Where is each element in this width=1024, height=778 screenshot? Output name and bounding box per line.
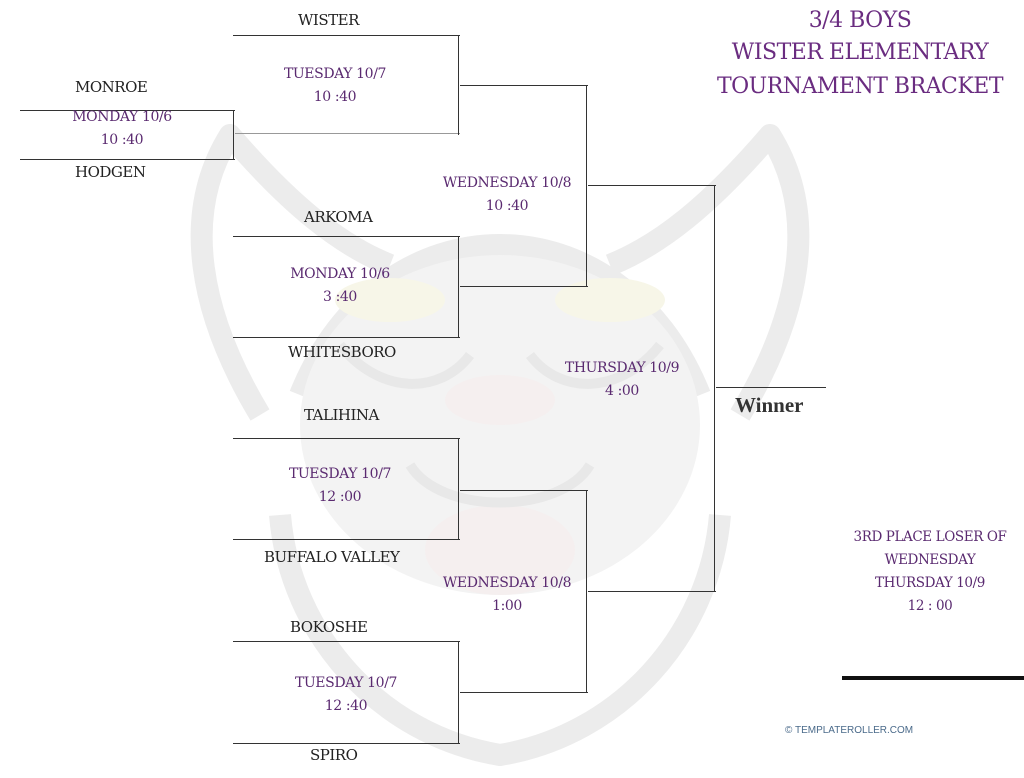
game-talihina: TUESDAY 10/7 12 :00 <box>270 463 410 509</box>
third-place-line-4: 12 : 00 <box>907 598 953 614</box>
game-time: 1:00 <box>492 598 522 614</box>
game-time: 12 :00 <box>318 489 362 505</box>
game-final: THURSDAY 10/9 4 :00 <box>552 357 692 403</box>
game-monroe-hodgen: MONDAY 10/6 10 :40 <box>52 106 192 152</box>
game-time: 12 :40 <box>324 698 368 714</box>
game-day: THURSDAY 10/9 <box>564 360 680 376</box>
team-talihina: TALIHINA <box>304 406 379 424</box>
winner-label: Winner <box>735 393 804 417</box>
team-hodgen: HODGEN <box>75 163 146 181</box>
game-day: WEDNESDAY 10/8 <box>442 175 572 191</box>
third-place-info: 3RD PLACE LOSER OF WEDNESDAY THURSDAY 10… <box>836 526 1024 618</box>
third-place-line-3: THURSDAY 10/9 <box>875 575 985 591</box>
title-line-1: 3/4 BOYS <box>808 8 912 33</box>
game-day: MONDAY 10/6 <box>72 109 172 125</box>
title-line-2: WISTER ELEMENTARY <box>731 40 989 65</box>
team-monroe: MONROE <box>75 78 148 96</box>
game-time: 3 :40 <box>323 289 357 305</box>
game-day: TUESDAY 10/7 <box>294 675 398 691</box>
game-day: TUESDAY 10/7 <box>288 466 392 482</box>
team-bokoshe: BOKOSHE <box>290 618 368 636</box>
game-bokoshe: TUESDAY 10/7 12 :40 <box>276 672 416 718</box>
team-arkoma: ARKOMA <box>304 208 373 226</box>
game-time: 4 :00 <box>605 383 639 399</box>
game-day: WEDNESDAY 10/8 <box>442 575 572 591</box>
game-semi-top: WEDNESDAY 10/8 10 :40 <box>427 172 587 218</box>
wildcat-watermark <box>190 124 810 766</box>
game-day: TUESDAY 10/7 <box>283 66 387 82</box>
third-place-line-1: 3RD PLACE LOSER OF <box>853 529 1007 545</box>
credit-link[interactable]: © TEMPLATEROLLER.COM <box>785 725 914 736</box>
game-arkoma: MONDAY 10/6 3 :40 <box>270 263 410 309</box>
third-place-line-2: WEDNESDAY <box>884 552 976 568</box>
game-wister: TUESDAY 10/7 10 :40 <box>265 63 405 109</box>
team-spiro: SPIRO <box>310 746 358 764</box>
team-buffalo-valley: BUFFALO VALLEY <box>264 548 400 566</box>
title-line-3: TOURNAMENT BRACKET <box>716 74 1004 99</box>
game-time: 10 :40 <box>485 198 529 214</box>
game-day: MONDAY 10/6 <box>290 266 390 282</box>
game-semi-bottom: WEDNESDAY 10/8 1:00 <box>427 572 587 618</box>
team-whitesboro: WHITESBORO <box>288 343 396 361</box>
team-wister: WISTER <box>298 11 359 29</box>
game-time: 10 :40 <box>313 89 357 105</box>
game-time: 10 :40 <box>100 132 144 148</box>
